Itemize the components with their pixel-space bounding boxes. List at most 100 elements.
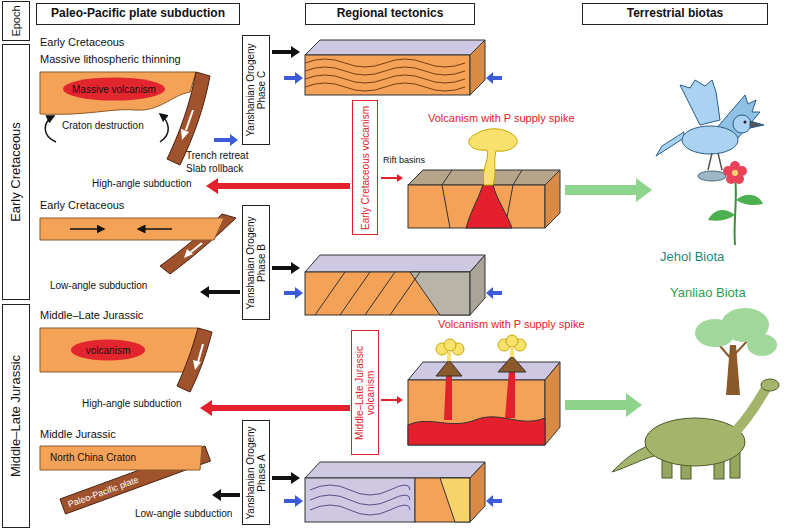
slab-arrow-head: [181, 129, 189, 140]
node-text: Middle–Late Jurassic: [9, 307, 23, 525]
block-front: [305, 272, 470, 315]
volcanism-box: Middle–Late Jurassic volcanism: [351, 330, 379, 455]
slab-arrow: [186, 110, 193, 130]
block-front: [305, 478, 415, 522]
deformed-block: [305, 462, 485, 522]
eye: [744, 121, 747, 124]
lithosphere: [40, 446, 202, 470]
column-header: Paleo-Pacific plate subduction: [36, 3, 240, 25]
process-label: Slab rollback: [186, 163, 243, 175]
fold-line: [305, 59, 465, 67]
node-text: Epoch: [10, 4, 22, 38]
ellipse-shape: [63, 77, 165, 100]
plume: [506, 335, 518, 347]
lithosphere: [40, 218, 224, 240]
arrow: [284, 495, 303, 507]
arrow: [272, 46, 300, 58]
block-front-part: [440, 478, 470, 522]
petal: [723, 166, 733, 176]
column-header: Regional tectonics: [305, 3, 475, 25]
thrust-block: [305, 255, 485, 315]
bird: [656, 80, 764, 181]
arrow: [206, 178, 350, 194]
node-text: Massive volcanism: [72, 84, 156, 95]
arrow: [272, 262, 300, 274]
volcanism-ellipse: Massive volcanism: [62, 77, 166, 101]
arrow: [200, 286, 240, 298]
mantle-flow-arrow: [45, 116, 56, 142]
orogeny-box: Yanshanian Orogeny Phase B: [242, 205, 270, 320]
fault-line: [442, 170, 452, 228]
fold-line: [305, 83, 465, 91]
high-angle-subduction-sketch: [40, 328, 212, 392]
lithosphere: [40, 328, 198, 372]
low-angle-subduction-sketch: [40, 446, 211, 514]
arrow: [272, 472, 300, 484]
biota-arrows: [565, 178, 652, 417]
volcanism-ellipse: volcanism: [70, 339, 146, 361]
plume-stem: [447, 352, 451, 361]
block-top: [408, 362, 560, 380]
body: [645, 418, 745, 466]
block-side: [470, 462, 485, 522]
epoch-bar: Early Cretaceous: [2, 44, 30, 300]
beak: [750, 121, 764, 128]
process-label: Massive lithospheric thinning: [40, 53, 181, 66]
ellipse-shape: [71, 339, 145, 360]
block-top: [305, 40, 485, 55]
compression-arrow: [70, 228, 104, 230]
process-label: Craton destruction: [62, 120, 144, 132]
arrow: [486, 72, 502, 84]
epoch-bar: Middle–Late Jurassic: [2, 304, 30, 528]
fold-line: [310, 505, 410, 515]
biota-label: Yanliao Biota: [670, 286, 746, 301]
node-text: Terrestrial biotas: [627, 7, 723, 20]
block-front: [408, 380, 545, 445]
fold-line: [305, 75, 465, 83]
node-text: Paleo-Pacific plate subduction: [51, 7, 225, 20]
block-front: [408, 185, 545, 228]
panel-title: Early Cretaceous: [40, 199, 124, 212]
leaf: [736, 195, 763, 205]
subduction-label: High-angle subduction: [92, 178, 192, 190]
arrow: [486, 495, 502, 507]
leaf: [708, 210, 735, 221]
plate-label: Paleo-Pacific plate: [66, 475, 140, 510]
tail: [656, 132, 684, 156]
fold-line: [310, 485, 410, 495]
node-text: Early Cretaceous: [9, 47, 23, 297]
epoch-header: Epoch: [2, 1, 30, 41]
subduction-label: High-angle subduction: [82, 398, 182, 410]
arrow: [486, 287, 502, 299]
volcanism-label: Volcanism with P supply spike: [428, 112, 575, 125]
flower: [708, 161, 763, 245]
node-text: Early Cretaceous volcanism: [360, 103, 371, 232]
block-front-part: [415, 478, 470, 522]
slab-arrow-head: [193, 360, 201, 370]
trunk: [726, 345, 740, 395]
basin-label: Rift basins: [383, 155, 425, 165]
wing: [680, 80, 720, 125]
block-side: [545, 170, 560, 228]
stem: [735, 178, 736, 245]
block-top: [305, 462, 485, 478]
head: [761, 379, 779, 391]
subduction-label: Low-angle subduction: [135, 508, 232, 520]
arrow: [212, 489, 240, 501]
subduction-label: Low-angle subduction: [50, 280, 147, 292]
fish: [698, 171, 726, 181]
block-side: [470, 255, 485, 315]
retreat-arrow: [214, 134, 238, 146]
magma: [466, 185, 512, 228]
node-text: Yanshanian Orogeny Phase C: [245, 38, 267, 142]
node-text: volcanism: [86, 345, 130, 356]
neck: [735, 390, 765, 432]
arrow: [381, 174, 403, 182]
plate-label: North China Craton: [50, 452, 136, 464]
sauropod: [612, 379, 779, 479]
panel-title: Middle Jurassic: [40, 428, 116, 441]
panel-title: Early Cretaceous: [40, 36, 124, 49]
plume-stem: [510, 348, 514, 357]
compression-arrow: [138, 228, 172, 230]
